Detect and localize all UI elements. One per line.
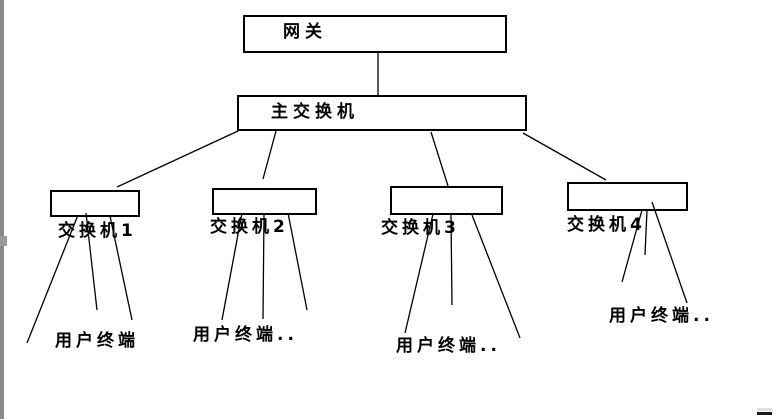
main-switch-label: 主交换机 [271,102,359,122]
edge-switch2-terminal-c [287,212,308,311]
switch4-label: 交换机4 [567,215,646,235]
terminal2-label: 用户终端.. [193,325,298,345]
bottom-right-faint-mark [757,408,772,411]
switch3-box [390,186,503,215]
terminal1-label: 用户终端 [55,331,139,351]
edge-switch4-terminal-c [651,201,688,304]
edge-mainswitch-switch4 [522,132,607,181]
terminal4-label: 用户终端.. [609,306,714,326]
edge-switch4-terminal-b [644,209,648,256]
switch2-box [212,188,317,215]
edge-switch3-terminal-c [471,214,521,339]
edge-switch2-terminal-b [262,212,265,320]
switch1-label: 交换机1 [58,221,137,241]
left-edge-strip [0,0,4,419]
left-edge-notch [0,236,7,246]
edge-switch1-terminal-c [109,215,133,321]
edge-switch1-terminal-b [85,212,98,311]
gateway-label: 网关 [283,22,327,42]
bottom-right-dash [757,412,772,415]
edge-switch2-terminal-a [221,212,243,321]
edge-mainswitch-switch3 [430,131,449,187]
switch4-box [567,182,688,211]
switch2-label: 交换机2 [210,217,289,237]
main-switch-box: 主交换机 [237,95,527,131]
edge-switch3-terminal-a [404,213,434,334]
edge-mainswitch-switch2 [262,130,277,180]
edge-switch4-terminal-a [621,209,643,283]
edge-mainswitch-switch1 [116,130,239,188]
edge-switch1-terminal-a [26,214,79,344]
switch3-label: 交换机3 [381,218,460,238]
terminal3-label: 用户终端.. [396,336,501,356]
edge-switch3-terminal-b [450,214,453,306]
switch1-box [50,190,140,217]
gateway-box: 网关 [243,15,507,53]
